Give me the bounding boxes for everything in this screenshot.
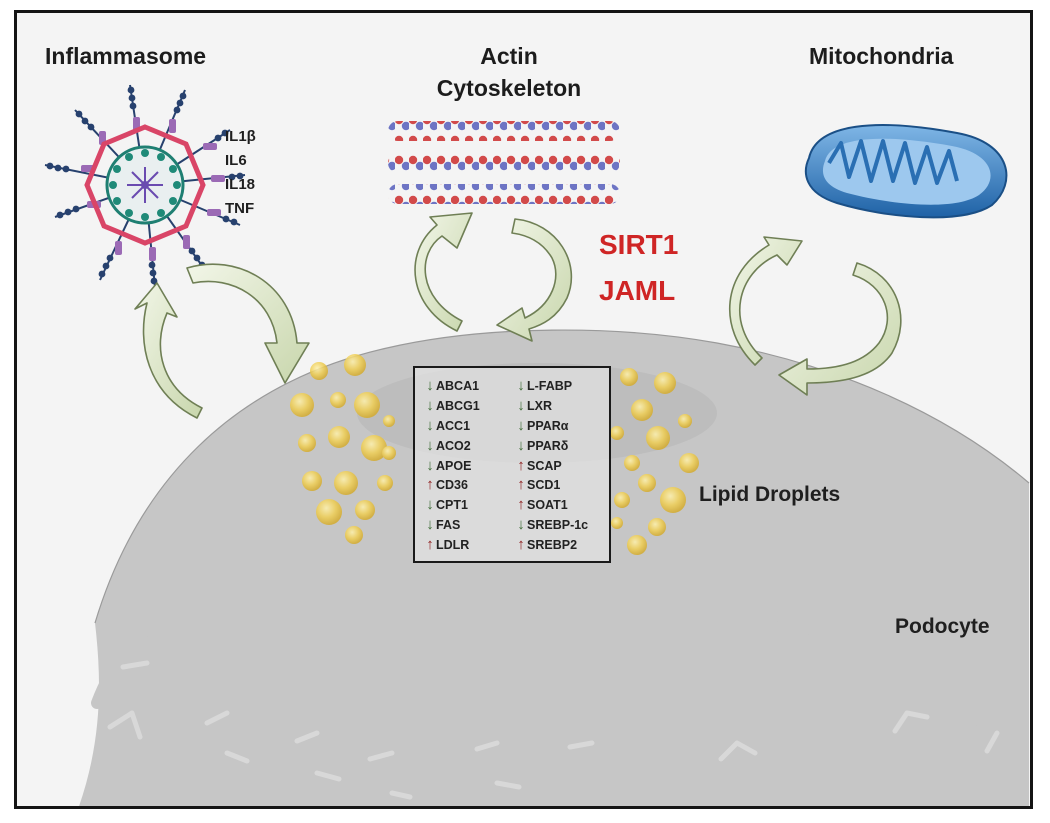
gene-row: ↓PPARα [515, 417, 588, 437]
gene-expression-box: ↓ABCA1↓ABCG1↓ACC1↓ACO2↓APOE↑CD36↓CPT1↓FA… [413, 366, 611, 563]
gene-row: ↑SREBP2 [515, 536, 588, 556]
down-arrow-icon: ↓ [426, 436, 434, 454]
up-arrow-icon: ↑ [517, 476, 525, 494]
up-arrow-icon: ↑ [517, 496, 525, 514]
down-arrow-icon: ↓ [426, 456, 434, 474]
up-arrow-icon: ↑ [517, 536, 525, 554]
gene-row: ↑LDLR [424, 536, 480, 556]
cytokine-il18: IL18 [225, 176, 256, 193]
regulator-sirt1: SIRT1 [599, 229, 679, 260]
gene-row: ↓PPARδ [515, 437, 588, 457]
gene-name: CD36 [436, 478, 468, 493]
gene-name: ACO2 [436, 438, 471, 453]
podocyte-cell [79, 330, 1029, 806]
gene-name: LDLR [436, 538, 470, 553]
gene-name: PPARδ [527, 438, 569, 453]
gene-row: ↓ACO2 [424, 437, 480, 457]
gene-row: ↑SCAP [515, 457, 588, 477]
inflammasome-graphic [44, 84, 246, 288]
gene-row: ↓APOE [424, 457, 480, 477]
gene-row: ↓SREBP-1c [515, 516, 588, 536]
gene-name: CPT1 [436, 498, 468, 513]
gene-row: ↑SCD1 [515, 476, 588, 496]
gene-name: SCAP [527, 458, 562, 473]
gene-name: ABCA1 [436, 379, 480, 393]
down-arrow-icon: ↓ [517, 516, 525, 534]
actin-label-line1: Actin [480, 43, 538, 69]
down-arrow-icon: ↓ [517, 396, 525, 414]
gene-column-left: ↓ABCA1↓ABCG1↓ACC1↓ACO2↓APOE↑CD36↓CPT1↓FA… [424, 377, 480, 556]
inflammasome-label: Inflammasome [45, 43, 207, 69]
down-arrow-icon: ↓ [426, 396, 434, 414]
mitochondrion-graphic [805, 124, 1008, 219]
mitochondria-label: Mitochondria [809, 43, 954, 69]
cycle-arrows [134, 212, 902, 419]
gene-row: ↓LXR [515, 397, 588, 417]
gene-name: PPARα [527, 418, 569, 433]
actin-label-line2: Cytoskeleton [436, 75, 582, 101]
actin-filaments [388, 121, 620, 204]
gene-row: ↓ABCG1 [424, 397, 480, 417]
cytokine-il6: IL6 [225, 152, 247, 169]
gene-name: APOE [436, 458, 472, 473]
down-arrow-icon: ↓ [517, 377, 525, 394]
gene-name: SREBP2 [527, 538, 578, 553]
gene-name: ACC1 [436, 418, 471, 433]
gene-row: ↓ABCA1 [424, 377, 480, 397]
cytokine-tnf: TNF [225, 200, 255, 217]
gene-row: ↓L-FABP [515, 377, 588, 397]
gene-name: ABCG1 [436, 398, 480, 413]
gene-name: L-FABP [527, 379, 573, 393]
gene-row: ↓FAS [424, 516, 480, 536]
down-arrow-icon: ↓ [517, 416, 525, 434]
gene-name: LXR [527, 398, 552, 413]
foot-branches [107, 660, 1000, 800]
podocyte-label: Podocyte [895, 615, 990, 638]
gene-row: ↑CD36 [424, 476, 480, 496]
gene-name: SREBP-1c [527, 518, 589, 533]
down-arrow-icon: ↓ [426, 496, 434, 514]
gene-row: ↓CPT1 [424, 496, 480, 516]
podocyte-foot-processes [91, 567, 1003, 806]
up-arrow-icon: ↑ [517, 456, 525, 474]
gene-row: ↑SOAT1 [515, 496, 588, 516]
cytokine-list: IL1β IL6 IL18 TNF [225, 125, 256, 221]
cytokine-il1b: IL1β [225, 128, 256, 145]
gene-name: SCD1 [527, 478, 561, 493]
up-arrow-icon: ↑ [426, 536, 434, 554]
lipid-droplets [290, 354, 699, 555]
regulator-jaml: JAML [599, 275, 676, 306]
down-arrow-icon: ↓ [517, 436, 525, 454]
figure-frame: Inflammasome Actin Cytoskeleton Mitochon… [14, 10, 1033, 809]
up-arrow-icon: ↑ [426, 476, 434, 494]
gene-column-right: ↓L-FABP↓LXR↓PPARα↓PPARδ↑SCAP↑SCD1↑SOAT1↓… [515, 377, 588, 556]
gene-name: SOAT1 [527, 498, 568, 513]
gene-name: FAS [436, 518, 461, 533]
down-arrow-icon: ↓ [426, 516, 434, 534]
diagram-artwork [44, 84, 1030, 806]
gene-row: ↓ACC1 [424, 417, 480, 437]
lipid-droplets-label: Lipid Droplets [699, 483, 841, 506]
down-arrow-icon: ↓ [426, 416, 434, 434]
down-arrow-icon: ↓ [426, 377, 434, 394]
